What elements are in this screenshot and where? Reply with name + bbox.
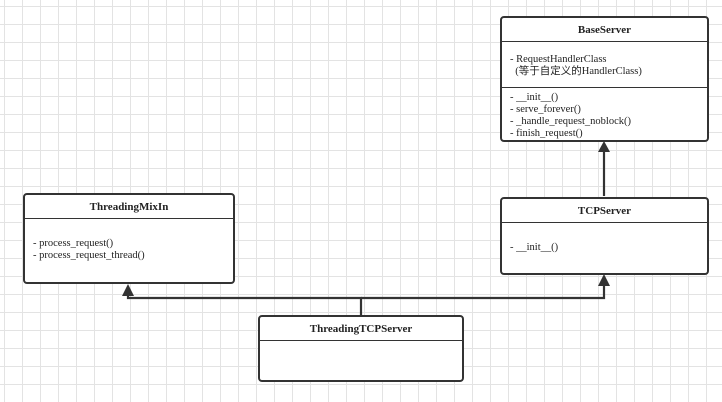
class-baseserver-attributes: - RequestHandlerClass (等于自定义的HandlerClas… (502, 42, 707, 88)
attribute-line: (等于自定义的HandlerClass) (510, 66, 642, 77)
class-tcpserver[interactable]: TCPServer - __init__() (500, 197, 709, 275)
threadingtcpserver-to-tcpserver-line (361, 284, 606, 300)
class-baseserver-methods: - __init__() - serve_forever() - _handle… (502, 88, 707, 144)
method-line: - serve_forever() (510, 104, 581, 115)
method-line: - __init__() (510, 92, 559, 103)
arrowhead-tcpserver (598, 274, 610, 286)
class-threadingmixin[interactable]: ThreadingMixIn - process_request() - pro… (23, 193, 235, 284)
class-baseserver-name: BaseServer (502, 18, 707, 42)
method-line: - _handle_request_noblock() (510, 116, 632, 127)
class-threadingmixin-methods: - process_request() - process_request_th… (25, 219, 233, 266)
attribute-line: - RequestHandlerClass (510, 54, 607, 65)
class-threadingmixin-name: ThreadingMixIn (25, 195, 233, 219)
method-line: - process_request_thread() (33, 250, 145, 261)
arrowhead-threadingmixin (122, 284, 134, 296)
class-tcpserver-name: TCPServer (502, 199, 707, 223)
class-baseserver[interactable]: BaseServer - RequestHandlerClass (等于自定义的… (500, 16, 709, 142)
method-line: - process_request() (33, 238, 114, 249)
class-threadingtcpserver[interactable]: ThreadingTCPServer (258, 315, 464, 382)
class-threadingtcpserver-name: ThreadingTCPServer (260, 317, 462, 341)
class-tcpserver-methods: - __init__() (502, 223, 707, 258)
arrowhead-baseserver (598, 141, 610, 152)
threadingtcpserver-to-mixin-line (126, 290, 363, 316)
method-line: - finish_request() (510, 128, 583, 139)
method-line: - __init__() (510, 242, 559, 253)
